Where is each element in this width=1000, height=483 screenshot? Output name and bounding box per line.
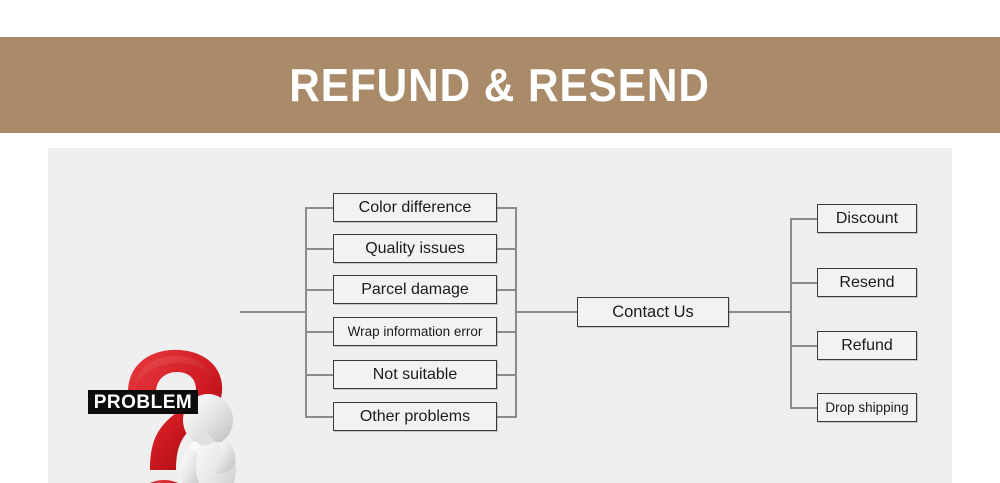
page-banner: REFUND & RESEND xyxy=(0,37,1000,133)
figure-hand xyxy=(196,430,214,446)
problem-box-parcel-damage[interactable]: Parcel damage xyxy=(333,275,497,304)
figure-arm-support xyxy=(180,448,200,483)
connector-problem-out-6 xyxy=(497,416,517,418)
problem-box-not-suitable[interactable]: Not suitable xyxy=(333,360,497,389)
hub-box-contact-us[interactable]: Contact Us xyxy=(577,297,729,327)
problem-box-other-problems[interactable]: Other problems xyxy=(333,402,497,431)
connector-problem-3 xyxy=(305,289,333,291)
solution-box-discount[interactable]: Discount xyxy=(817,204,917,233)
solution-box-drop-shipping[interactable]: Drop shipping xyxy=(817,393,917,422)
connector-problem-5 xyxy=(305,374,333,376)
connector-problem-2 xyxy=(305,248,333,250)
question-mark-dot xyxy=(149,480,179,483)
question-mark-highlight xyxy=(134,355,214,390)
connector-problem-out-5 xyxy=(497,374,517,376)
connector-hub-out xyxy=(729,311,790,313)
connector-problem-out-3 xyxy=(497,289,517,291)
solution-box-refund[interactable]: Refund xyxy=(817,331,917,360)
connector-right-bus xyxy=(790,218,792,408)
connector-solution-1 xyxy=(790,218,817,220)
connector-problem-4 xyxy=(305,331,333,333)
connector-left-bus xyxy=(305,207,307,416)
diagram-panel: PROBLEM Color difference xyxy=(48,148,952,483)
solution-box-resend[interactable]: Resend xyxy=(817,268,917,297)
connector-problem-6 xyxy=(305,416,333,418)
connector-problem-out-1 xyxy=(497,207,517,209)
connector-solution-4 xyxy=(790,407,817,409)
connector-problem-out-4 xyxy=(497,331,517,333)
connector-solution-3 xyxy=(790,345,817,347)
problem-box-color-difference[interactable]: Color difference xyxy=(333,193,497,222)
connector-to-hub xyxy=(515,311,577,313)
figure-arm-chin xyxy=(212,440,236,474)
connector-source-stem xyxy=(240,311,305,313)
connector-solution-2 xyxy=(790,282,817,284)
page-title: REFUND & RESEND xyxy=(289,59,711,111)
problem-box-wrap-information-error[interactable]: Wrap information error xyxy=(333,317,497,346)
connector-problem-1 xyxy=(305,207,333,209)
connector-problem-out-2 xyxy=(497,248,517,250)
problem-label-badge: PROBLEM xyxy=(88,390,198,414)
problem-box-quality-issues[interactable]: Quality issues xyxy=(333,234,497,263)
question-mark-hook xyxy=(128,349,223,470)
